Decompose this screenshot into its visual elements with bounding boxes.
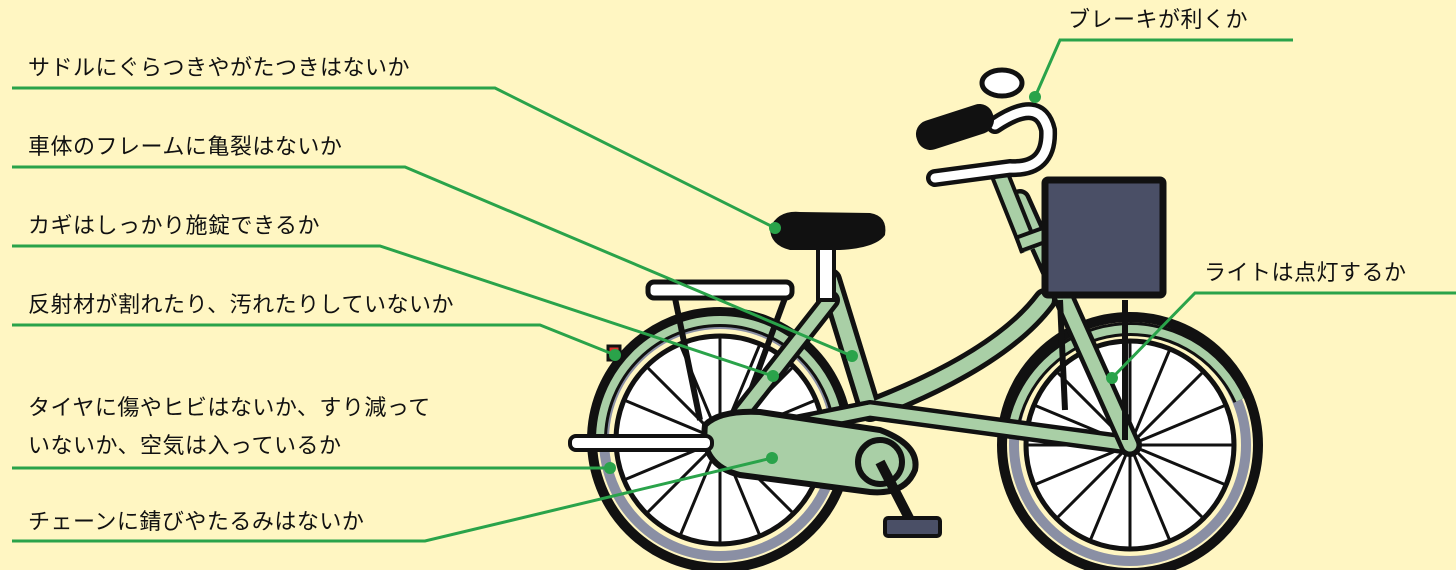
label-tire-line1: タイヤに傷やヒビはないか、すり減って	[28, 396, 431, 421]
label-lock: カギはしっかり施錠できるか	[28, 214, 321, 239]
label-light: ライトは点灯するか	[1204, 261, 1407, 286]
label-frame: 車体のフレームに亀裂はないか	[28, 135, 343, 160]
leader-lock	[12, 244, 774, 378]
kickstand	[568, 434, 714, 452]
saddle	[770, 211, 886, 250]
leader-reflector	[12, 323, 616, 357]
leader-saddle	[12, 86, 776, 230]
leader-dots	[604, 91, 1118, 474]
basket	[1041, 176, 1167, 440]
leader-frame	[12, 165, 853, 358]
leader-brake	[1033, 38, 1293, 98]
label-chain: チェーンに錆びやたるみはないか	[28, 510, 365, 535]
pedal	[883, 516, 942, 538]
label-reflector: 反射材が割れたり、汚れたりしていないか	[28, 293, 454, 318]
leader-lines	[12, 38, 1456, 543]
label-tire-line2: いないか、空気は入っているか	[28, 434, 342, 459]
label-saddle: サドルにぐらつきやがたつきはないか	[28, 56, 411, 81]
handle-grip	[915, 104, 995, 150]
leader-chain	[12, 456, 773, 543]
bell	[979, 67, 1025, 99]
leader-light	[1110, 291, 1456, 380]
label-brake: ブレーキが利くか	[1068, 8, 1249, 33]
